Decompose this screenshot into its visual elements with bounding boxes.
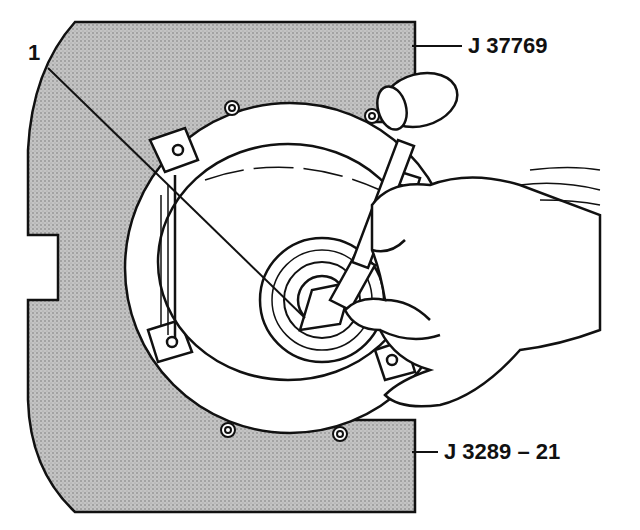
callout-number: 1 xyxy=(28,42,40,64)
tool-number: J 3289 – 21 xyxy=(444,441,560,463)
tool-number: J 37769 xyxy=(468,35,548,57)
hand xyxy=(345,168,600,407)
leader-lines xyxy=(48,46,462,452)
